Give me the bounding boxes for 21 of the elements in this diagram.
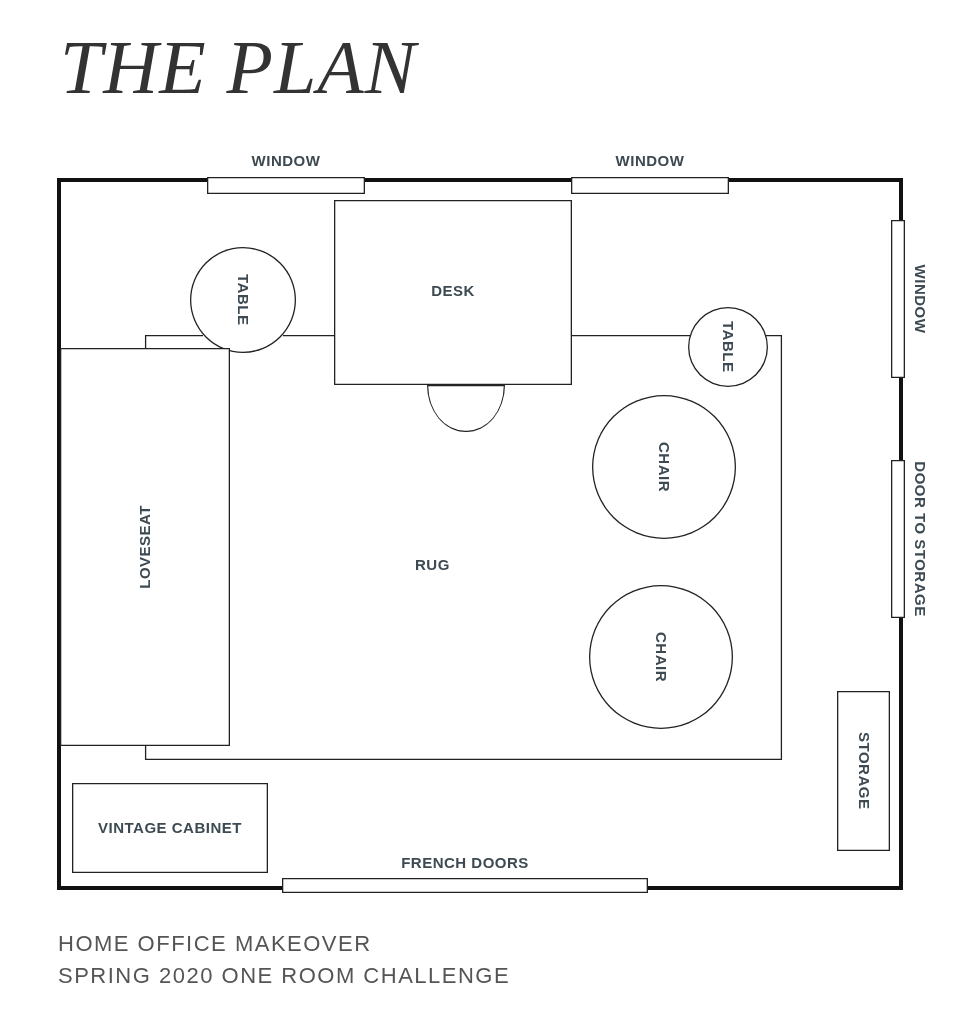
- caption-line: HOME OFFICE MAKEOVER: [58, 930, 372, 958]
- room-label: DESK: [431, 281, 475, 301]
- room-label: FRENCH DOORS: [400, 853, 530, 873]
- room-label: WINDOW: [250, 151, 322, 171]
- room-label: CHAIR: [655, 442, 674, 492]
- room-label: WINDOW: [911, 264, 930, 334]
- caption-line: SPRING 2020 ONE ROOM CHALLENGE: [58, 962, 511, 990]
- room-label: WINDOW: [614, 151, 686, 171]
- cabinet: [72, 783, 268, 873]
- room-label: LOVESEAT: [135, 505, 154, 589]
- room-label: VINTAGE CABINET: [98, 818, 242, 838]
- storage-cabinet: [837, 691, 890, 851]
- desk: [334, 200, 572, 385]
- room-label: CHAIR: [652, 632, 671, 682]
- room-label: STORAGE: [854, 732, 874, 810]
- plan-title: THE PLAN: [60, 24, 417, 111]
- room-label: RUG: [415, 555, 450, 575]
- room-label: TABLE: [234, 274, 253, 326]
- loveseat: [60, 348, 230, 746]
- room-label: TABLE: [719, 321, 738, 373]
- room-label: DOOR TO STORAGE: [911, 461, 930, 617]
